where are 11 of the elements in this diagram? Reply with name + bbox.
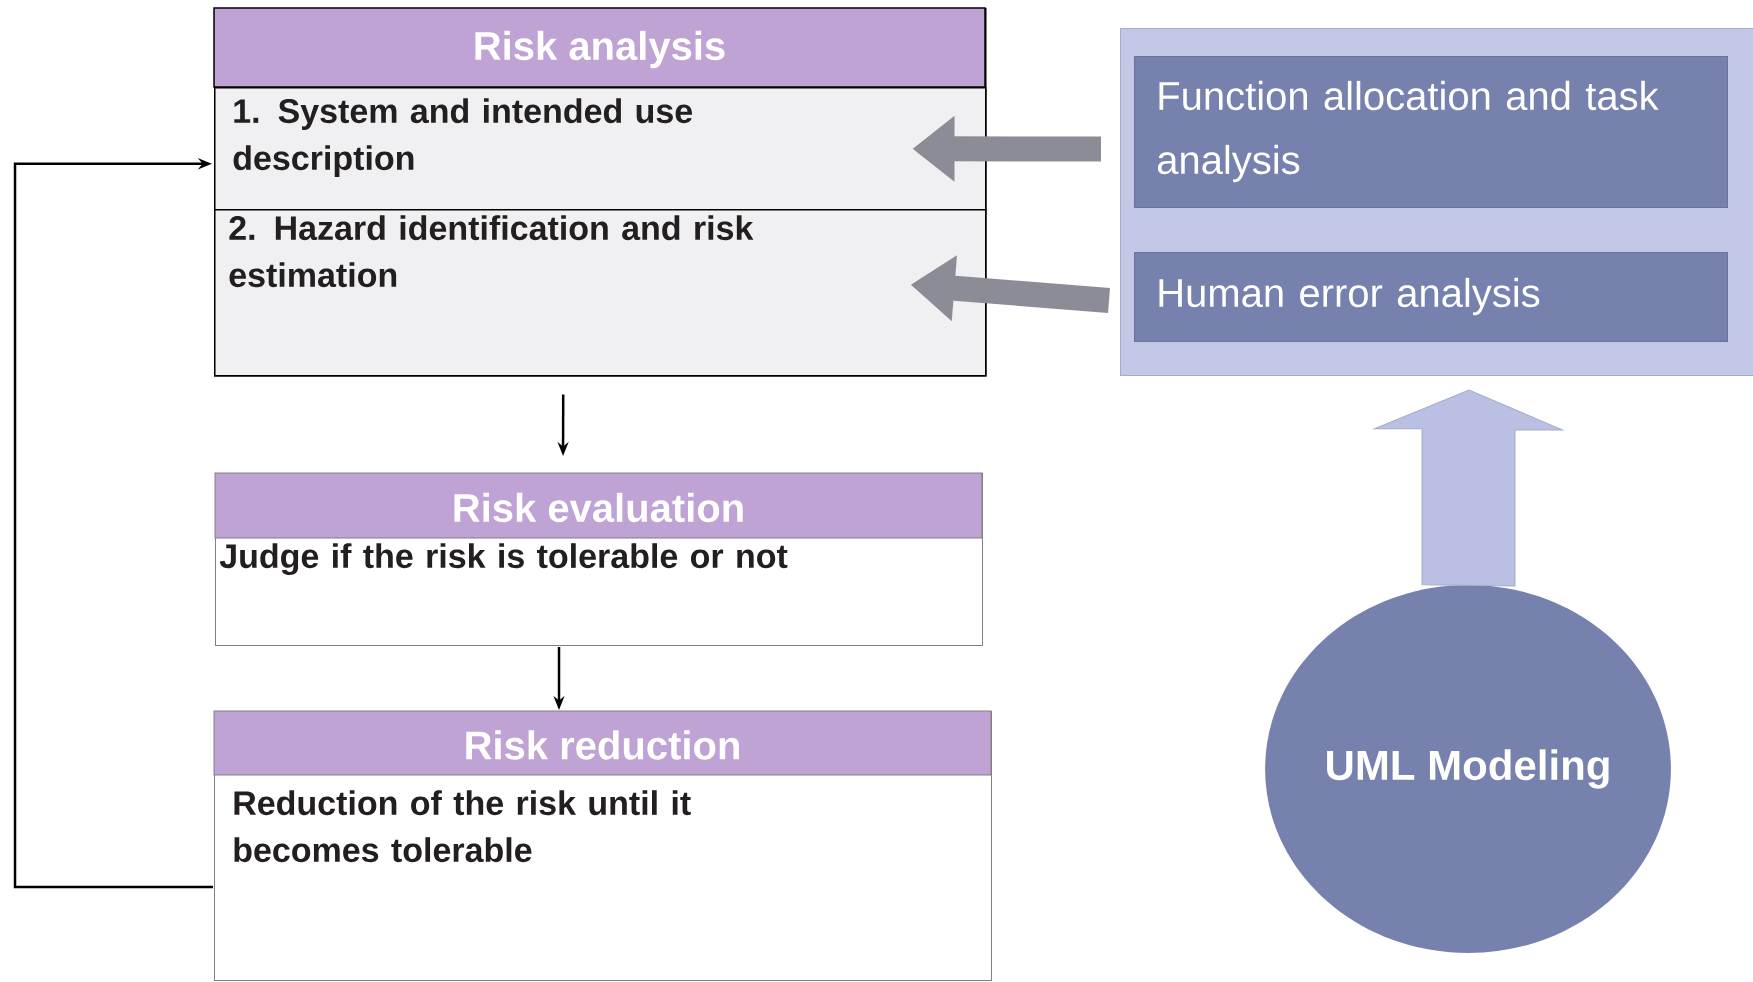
box-header: Risk analysis: [213, 7, 986, 88]
box-header: Risk evaluation: [214, 472, 983, 539]
row-text: 1. System and intended use description: [233, 98, 693, 177]
process-box: Function allocation and task analysis: [1134, 56, 1728, 208]
box-header: Risk reduction: [213, 710, 992, 776]
process-box: Human error analysis: [1134, 252, 1728, 342]
arrow: [13, 158, 213, 889]
box-text: Judge if the risk is tolerable or not: [219, 543, 788, 576]
block-arrow: [1374, 389, 1563, 587]
row-text: 2. Hazard identification and risk estimation: [229, 215, 754, 288]
box-text: Reduction of the risk until it becomes tolerable: [234, 790, 691, 863]
